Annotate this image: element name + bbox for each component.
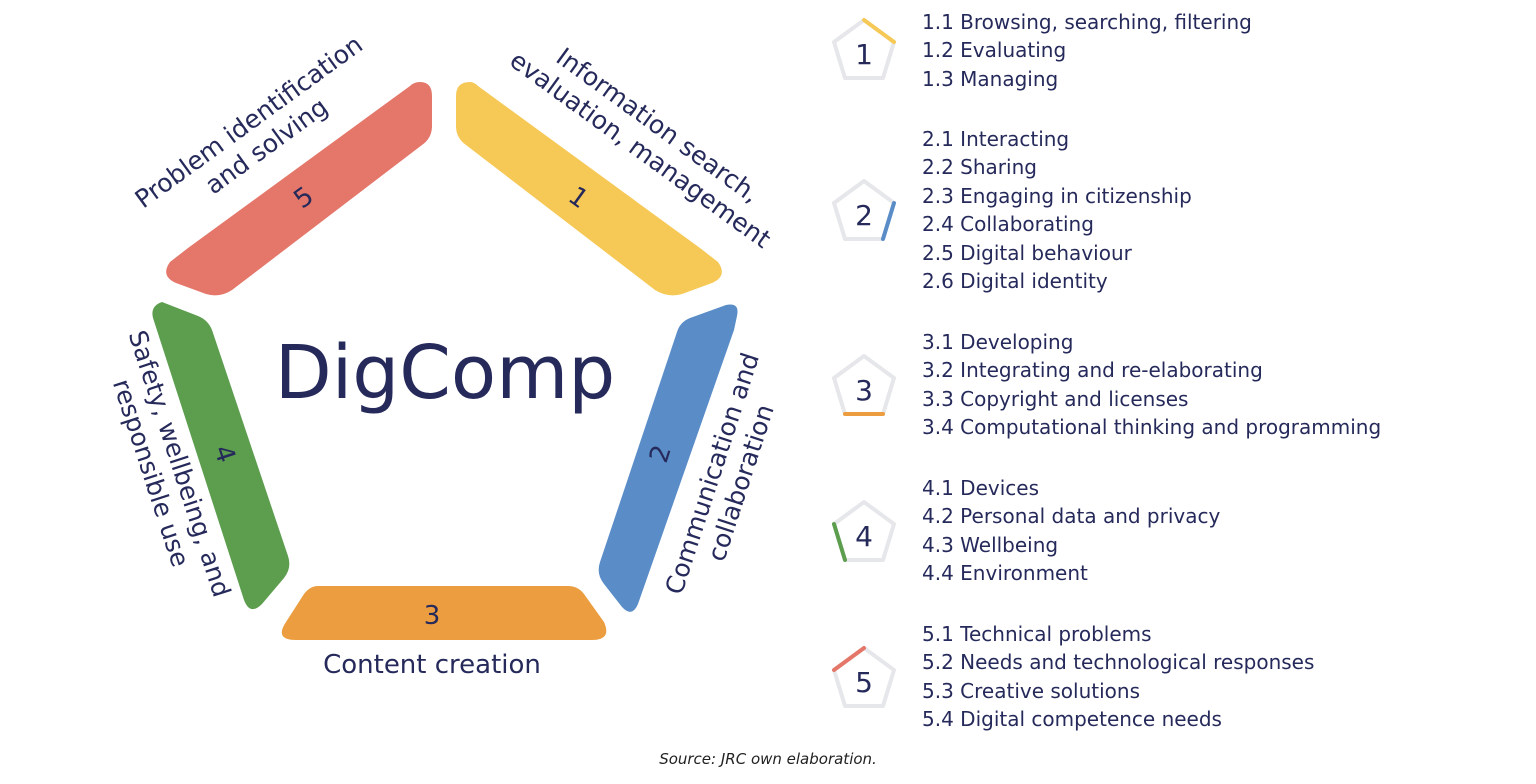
area-1-segment[interactable]: 1 xyxy=(456,82,722,296)
competence-list-4: 4.1 Devices 4.2 Personal data and privac… xyxy=(922,474,1220,588)
digcomp-pentagon-diagram: 1 2 3 4 5 DigComp Information search, ev… xyxy=(107,30,780,680)
area-3-segment[interactable]: 3 xyxy=(281,586,607,640)
pentagon-badge-2-icon: 2 xyxy=(832,179,896,241)
competence-item: 3.3 Copyright and licenses xyxy=(922,386,1189,411)
competence-item: 4.2 Personal data and privacy xyxy=(922,504,1221,529)
pentagon-badge-4-icon: 4 xyxy=(832,500,896,562)
badge-5-number: 5 xyxy=(855,666,873,699)
competence-item: 1.2 Evaluating xyxy=(922,38,1067,63)
diagram-title: DigComp xyxy=(275,330,616,416)
area-3-number: 3 xyxy=(424,601,441,631)
competence-item: 4.1 Devices xyxy=(922,476,1039,500)
competence-item: 4.4 Environment xyxy=(922,561,1088,586)
competence-item: 5.3 Creative solutions xyxy=(922,678,1140,703)
competence-list-3: 3.1 Developing 3.2 Integrating and re-el… xyxy=(922,328,1381,442)
competence-item: 1.3 Managing xyxy=(922,66,1059,91)
competence-item: 2.5 Digital behaviour xyxy=(922,240,1132,265)
badge-3-number: 3 xyxy=(855,374,873,407)
competence-item: 3.2 Integrating and re-elaborating xyxy=(922,358,1263,383)
badge-1-number: 1 xyxy=(855,38,873,71)
competence-list-5: 5.1 Technical problems 5.2 Needs and tec… xyxy=(922,620,1314,734)
competence-item: 4.3 Wellbeing xyxy=(922,532,1059,557)
area-5-segment[interactable]: 5 xyxy=(166,82,432,296)
pentagon-badge-3-icon: 3 xyxy=(832,354,896,416)
area-2-segment[interactable]: 2 xyxy=(598,304,738,612)
competence-list-1: 1.1 Browsing, searching, filtering 1.2 E… xyxy=(922,8,1252,93)
competence-item: 5.2 Needs and technological responses xyxy=(922,650,1315,675)
competence-item: 2.1 Interacting xyxy=(922,127,1070,151)
pentagon-badge-1-icon: 1 xyxy=(832,18,896,80)
badge-4-number: 4 xyxy=(855,520,873,553)
area-4-segment[interactable]: 4 xyxy=(152,302,290,610)
pentagon-badge-5-icon: 5 xyxy=(832,646,896,708)
competence-item: 5.4 Digital competence needs xyxy=(922,707,1222,732)
competence-item: 2.3 Engaging in citizenship xyxy=(922,183,1192,208)
competence-item: 2.6 Digital identity xyxy=(922,269,1108,294)
source-caption: Source: JRC own elaboration. xyxy=(659,750,877,768)
competence-item: 1.1 Browsing, searching, filtering xyxy=(922,10,1252,34)
competence-item: 2.4 Collaborating xyxy=(922,212,1094,237)
badge-2-number: 2 xyxy=(855,199,873,232)
area-3-label: Content creation xyxy=(323,650,541,680)
competence-item: 3.4 Computational thinking and programmi… xyxy=(922,415,1382,440)
competence-item: 5.1 Technical problems xyxy=(922,622,1152,646)
competence-item: 2.2 Sharing xyxy=(922,155,1037,180)
competence-item: 3.1 Developing xyxy=(922,330,1074,354)
competence-list-2: 2.1 Interacting 2.2 Sharing 2.3 Engaging… xyxy=(922,125,1192,295)
